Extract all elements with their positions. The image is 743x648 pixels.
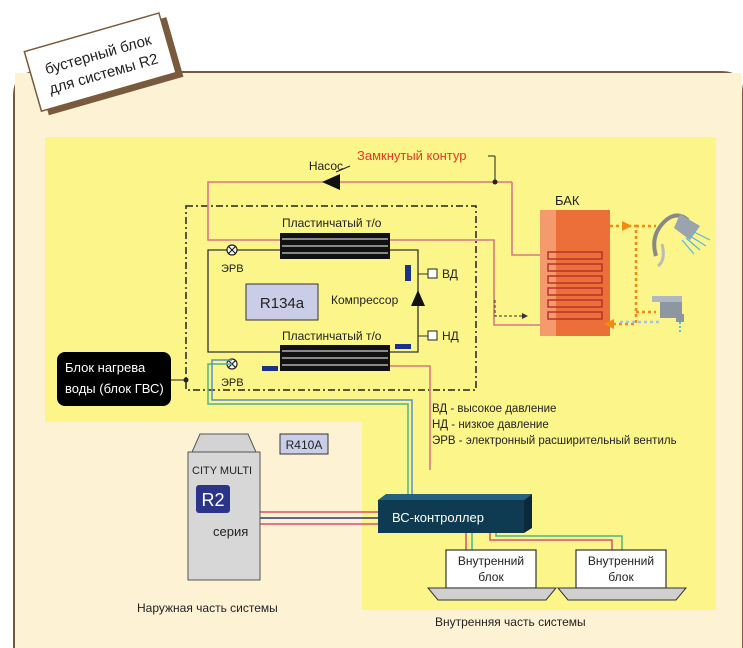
shower-icon: [652, 213, 711, 268]
r134a-label: R134a: [260, 295, 305, 312]
plate-hx-bottom: [280, 345, 390, 371]
lp-sensor: [427, 330, 438, 341]
lp-label: НД: [442, 329, 459, 343]
plate-hx-top-label: Пластинчатый т/о: [282, 216, 382, 230]
bc-controller: [378, 494, 532, 533]
water-heating-unit: [57, 352, 171, 406]
legend-hp: ВД - высокое давление: [432, 403, 556, 415]
indoor-unit-1-line1: Внутренний: [458, 554, 524, 568]
compressor-icon: [411, 290, 425, 306]
indoor-unit-1-line2: блок: [478, 570, 504, 584]
legend-erv: ЭРВ - электронный расширительный вентиль: [432, 435, 677, 447]
r410a-label: R410A: [286, 438, 323, 452]
r134a-box: [245, 283, 319, 321]
pump-icon: [322, 174, 340, 190]
bc-controller-label: ВС-контроллер: [392, 510, 484, 525]
lp-marker: [395, 344, 411, 349]
erv-top-label: ЭРВ: [221, 263, 244, 275]
legend-lp: НД - низкое давление: [432, 419, 549, 431]
tank-coil: [547, 251, 603, 320]
pump-label: Насос: [309, 159, 343, 173]
water-heating-unit-line1: Блок нагрева: [65, 360, 146, 375]
r410a-box: [279, 433, 329, 455]
erv-bottom-label: ЭРВ: [221, 377, 244, 389]
bypass-arrow: [494, 300, 522, 317]
series-label: серия: [213, 524, 248, 539]
hp-sensor: [427, 268, 438, 279]
indoor-unit-2-line1: Внутренний: [588, 554, 654, 568]
compressor-label: Компрессор: [331, 293, 399, 307]
tank-label: БАК: [555, 193, 580, 208]
r2-label: R2: [201, 490, 224, 510]
indoor-unit-2: [556, 549, 688, 601]
closed-loop-label: Замкнутый контур: [357, 148, 466, 163]
booster-boundary: [185, 205, 477, 391]
erv-marker: [262, 366, 278, 371]
closed-loop-pipes: [207, 181, 540, 470]
hp-marker: [405, 265, 411, 281]
outdoor-unit: [187, 433, 261, 581]
valve-icon: [226, 244, 238, 256]
indoor-unit-2-line2: блок: [608, 570, 634, 584]
indoor-part-caption: Внутренняя часть системы: [435, 615, 586, 629]
plate-hx-bottom-label: Пластинчатый т/о: [282, 329, 382, 343]
indoor-unit-1: [426, 549, 558, 601]
outer-refrigerant-pipes: [207, 359, 623, 550]
r2-badge: [196, 485, 230, 513]
plate-hx-top: [280, 233, 390, 259]
outdoor-brand: CITY MULTI: [192, 465, 252, 477]
water-heating-unit-line2: воды (блок ГВС): [65, 381, 164, 396]
faucet-icon: [652, 296, 684, 332]
outdoor-part-caption: Наружная часть системы: [137, 601, 278, 615]
hp-label: ВД: [442, 267, 458, 281]
